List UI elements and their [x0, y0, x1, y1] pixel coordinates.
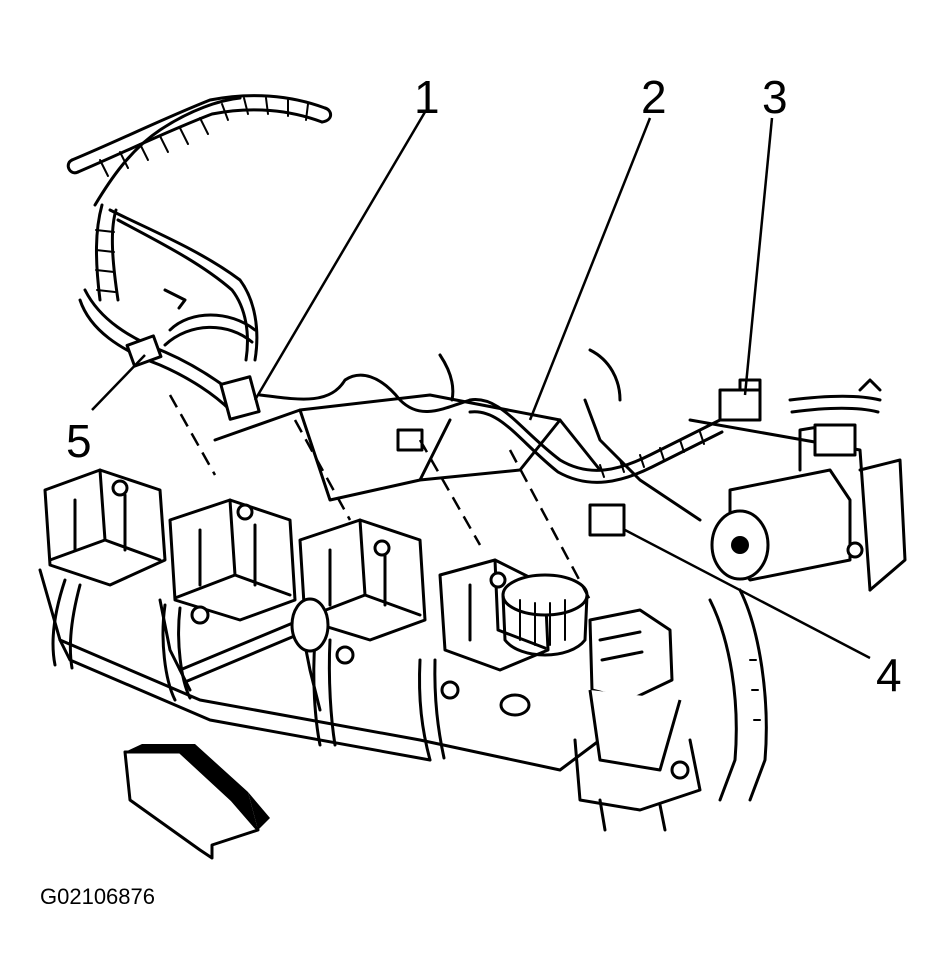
callout-3: 3: [762, 71, 788, 123]
right-bracket: [708, 588, 768, 802]
harness-conduit: [66, 94, 333, 421]
right-motor-assembly: [710, 378, 882, 582]
valve-cover: [38, 568, 602, 772]
callout-1: 1: [414, 71, 440, 123]
callout-5: 5: [66, 415, 92, 467]
front-direction-arrow: [123, 744, 270, 860]
dashed-connection-lines: [168, 394, 592, 601]
sensor-connector-assembly: [499, 608, 702, 832]
harness-main-run: [258, 373, 762, 537]
callout-2: 2: [641, 71, 667, 123]
callout-leaders: [91, 111, 871, 660]
callout-4: 4: [876, 649, 902, 701]
figure-id: G02106876: [40, 884, 155, 909]
